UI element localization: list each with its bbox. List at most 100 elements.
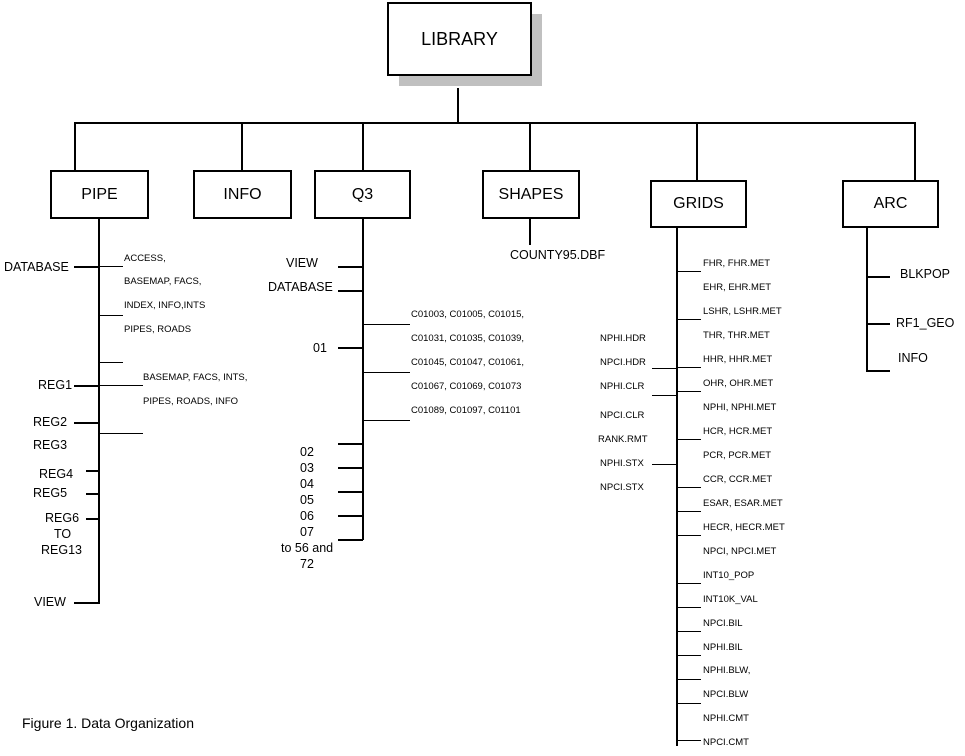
arc-drop-line [914,122,916,180]
arc-item-rf1-geo: RF1_GEO [896,316,955,330]
q3-01-item: C01089, C01097, C01101 [411,405,521,416]
root-stem-line [457,88,459,123]
grids-left-item: NPHI.STX [600,458,644,469]
q3-03-tick [338,467,363,469]
pipe-database-tick [74,266,99,268]
info-box: INFO [193,170,292,219]
library-label: LIBRARY [421,28,498,49]
grids-right-tick-line [677,511,701,512]
pipe-database-item: INDEX, INFO,INTS [124,300,206,311]
pipe-reg1-sub-line-2 [99,433,143,434]
q3-label: Q3 [351,185,374,203]
grids-right-tick-line [677,655,701,656]
q3-01-sub-line-3 [363,420,410,421]
pipe-reg4-label: REG4 [39,467,74,481]
pipe-database-item: ACCESS, [124,253,166,264]
q3-01-sub-line-2 [363,372,410,373]
q3-database-tick [338,290,363,292]
pipe-view-tick [74,602,99,604]
info-drop-line [241,122,243,170]
grids-right-item: HECR, HECR.MET [703,522,785,533]
q3-04-label: 04 [300,477,314,491]
grids-right-item: NPHI.CMT [703,713,749,724]
q3-05-tick [338,515,363,517]
grids-left-item: NPCI.STX [600,482,644,493]
q3-04-tick [338,491,363,493]
pipe-branch-line [98,219,100,604]
q3-box: Q3 [314,170,411,219]
pipe-label: PIPE [81,185,118,203]
grids-right-item: THR, THR.MET [703,330,770,341]
grids-right-tick-line [677,740,701,741]
grids-right-item: HHR, HHR.MET [703,354,773,365]
q3-view-label: VIEW [286,256,318,270]
pipe-reg3-label: REG3 [33,438,68,452]
grids-right-tick-line [677,583,701,584]
q3-branch-line [362,219,364,540]
arc-item-info: INFO [898,351,928,365]
pipe-reg1-item: BASEMAP, FACS, INTS, [143,372,248,383]
q3-07-tick [338,539,363,541]
grids-right-item: INT10K_VAL [703,594,758,605]
grids-right-item: OHR, OHR.MET [703,378,774,389]
q3-view-tick [338,266,363,268]
grids-right-item: PCR, PCR.MET [703,450,772,461]
q3-01-item: C01045, C01047, C01061, [411,357,525,368]
grids-right-item: NPCI.BIL [703,618,743,629]
grids-left-item: RANK.RMT [598,434,648,445]
library-box: LIBRARY [387,2,532,76]
grids-right-tick-line [677,631,701,632]
grids-drop-line [696,122,698,180]
pipe-reg4-tick [86,470,99,472]
arc-box: ARC [842,180,939,228]
q3-drop-line [362,122,364,170]
top-bus-line [74,122,916,124]
q3-01-item: C01067, C01069, C01073 [411,381,522,392]
q3-to56-label: to 56 and [281,541,334,555]
pipe-reg1-item: PIPES, ROADS, INFO [143,396,239,407]
grids-right-item: NPCI.CMT [703,737,749,748]
grids-right-item: NPCI, NPCI.MET [703,546,777,557]
info-label: INFO [223,185,262,203]
q3-02-label: 02 [300,445,314,459]
grids-label: GRIDS [673,195,724,212]
figure-caption: Figure 1. Data Organization [22,715,194,731]
grids-right-item: INT10_POP [703,570,755,581]
grids-right-item: ESAR, ESAR.MET [703,498,783,509]
grids-right-item: LSHR, LSHR.MET [703,306,782,317]
grids-right-item: CCR, CCR.MET [703,474,773,485]
grids-left-item: NPCI.HDR [600,357,646,368]
q3-72-label: 72 [300,557,314,571]
shapes-box: SHAPES [482,170,580,219]
grids-right-tick-line [677,487,701,488]
pipe-drop-line [74,122,76,170]
pipe-reg5-label: REG5 [33,486,68,500]
pipe-reg13-label: REG13 [41,543,82,557]
grids-left-item: NPCI.CLR [600,410,645,421]
grids-box: GRIDS [650,180,747,228]
grids-right-item: FHR, FHR.MET [703,258,771,269]
arc-info-tick [866,370,890,372]
pipe-reg6-label: REG6 [45,511,80,525]
pipe-reg6-tick [86,518,99,520]
pipe-database-item: BASEMAP, FACS, [124,276,202,287]
grids-right-tick-line [677,319,701,320]
q3-02-tick [338,443,363,445]
q3-01-tick [338,347,363,349]
grids-right-item: HCR, HCR.MET [703,426,773,437]
arc-label: ARC [873,195,908,212]
grids-right-tick-line [677,439,701,440]
grids-right-tick-line [677,535,701,536]
arc-branch-line [866,228,868,372]
pipe-to-label: TO [54,527,72,541]
grids-right-item: NPHI.BIL [703,642,743,653]
grids-right-tick-line [677,271,701,272]
shapes-drop-line [529,122,531,170]
pipe-box: PIPE [50,170,149,219]
grids-right-tick-line [677,607,701,608]
grids-right-item: EHR, EHR.MET [703,282,772,293]
pipe-database-sub-line-1 [99,266,123,267]
pipe-reg5-tick [86,493,99,495]
q3-06-label: 06 [300,509,314,523]
